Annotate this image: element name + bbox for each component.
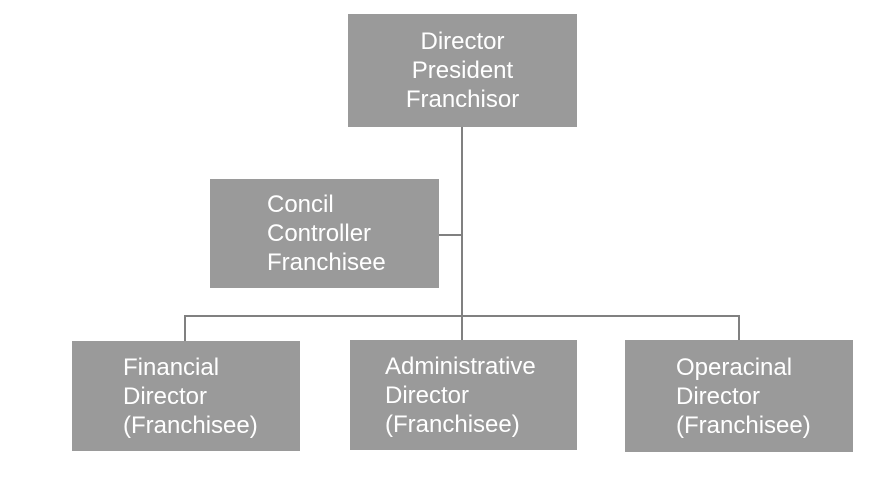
label-line: Administrative (385, 352, 536, 380)
connector-root-vertical (461, 127, 463, 340)
label-line: Operacinal (676, 353, 793, 381)
org-node-operacinal-director: Operacinal Director (Franchisee) (625, 340, 853, 452)
label-line: Director (123, 382, 208, 410)
label-line: Franchisee (267, 249, 386, 276)
label-line: Director (385, 381, 470, 409)
label-line: (Franchisee) (123, 411, 258, 439)
connector-drop-financial (184, 315, 186, 341)
org-node-label: Financial Director (Franchisee) (123, 353, 258, 440)
connector-drop-operacinal (738, 315, 740, 340)
label-line: Director (676, 382, 761, 410)
label-line: (Franchisee) (676, 411, 811, 439)
label-line: Franchisor (405, 86, 520, 113)
org-node-financial-director: Financial Director (Franchisee) (72, 341, 300, 451)
connector-distribution-horizontal (184, 315, 740, 317)
org-node-label: Administrative Director (Franchisee) (385, 352, 536, 439)
connector-concil-horizontal (439, 234, 461, 236)
org-node-concil-controller-franchisee: Concil Controller Franchisee (210, 179, 439, 288)
label-line: (Franchisee) (385, 410, 520, 438)
label-line: Concil (267, 191, 334, 218)
org-node-label: Director President Franchisor (406, 27, 519, 114)
label-line: President (411, 57, 514, 84)
org-node-label: Concil Controller Franchisee (267, 190, 386, 277)
org-node-director-president-franchisor: Director President Franchisor (348, 14, 577, 127)
label-line: Director (420, 28, 505, 55)
org-node-administrative-director: Administrative Director (Franchisee) (350, 340, 577, 450)
org-node-label: Operacinal Director (Franchisee) (676, 353, 811, 440)
label-line: Financial (123, 353, 220, 381)
label-line: Controller (267, 220, 372, 247)
